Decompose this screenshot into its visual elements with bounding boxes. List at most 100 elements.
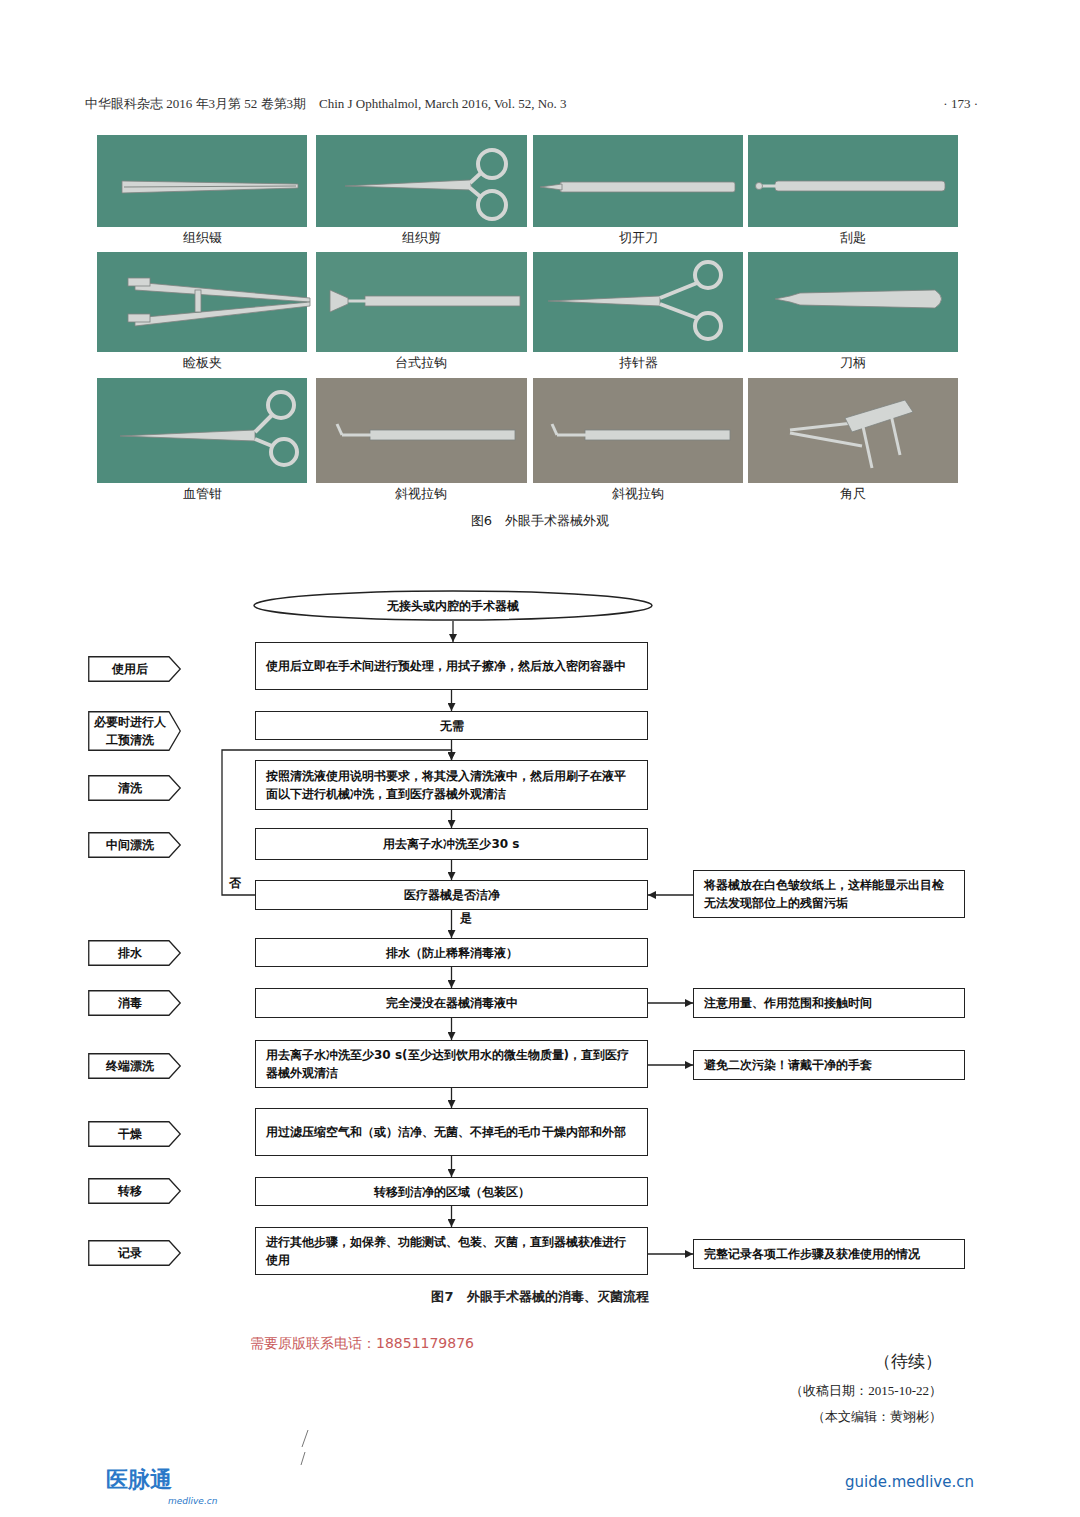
site-url: guide.medlive.cn [780, 1473, 974, 1493]
editor-note: （本文编辑：黄翊彬） [640, 1409, 942, 1426]
photo-caption: 斜视拉钩 [578, 486, 698, 503]
photo-caption: 组织镊 [142, 230, 262, 247]
photo-backgrounds [97, 135, 958, 483]
step-tag: 终端漂洗 [88, 1053, 181, 1079]
tag-shape [89, 1241, 181, 1266]
editor-note-text: （本文编辑：黄翊彬） [640, 1409, 942, 1426]
tag-shape [89, 657, 181, 682]
journal-header-text: 中华眼科杂志 2016 年3月第 52 卷第3期 Chin J Ophthalm… [85, 96, 705, 113]
process-box: 按照清洗液使用说明书要求，将其浸入清洗液中，然后用刷子在液平面以下进行机械冲洗，… [255, 760, 648, 810]
node-text: 完全浸没在器械消毒液中 [266, 994, 637, 1012]
tag-shape [89, 712, 181, 751]
flow-arrow [451, 967, 452, 988]
caption-text: 图7 外眼手术器械的消毒、灭菌流程 [240, 1289, 840, 1306]
flow-arrow [451, 1018, 452, 1040]
node-text: 中间漂洗 [93, 836, 166, 854]
photo-caption: 刀柄 [793, 355, 913, 372]
node-text: 终端漂洗 [93, 1057, 166, 1075]
flow-arrow [451, 910, 452, 938]
photo-caption: 切开刀 [578, 230, 698, 247]
photo-caption: 血管钳 [142, 486, 262, 503]
step-tag: 使用后 [88, 656, 181, 682]
photo-caption-text: 切开刀 [578, 230, 698, 247]
process-box: 使用后立即在手术间进行预处理，用拭子擦净，然后放入密闭容器中 [255, 642, 648, 690]
tag-shape [89, 1179, 181, 1204]
photo-caption-text: 组织镊 [142, 230, 262, 247]
step-tag: 记录 [88, 1240, 181, 1266]
node-text: 按照清洗液使用说明书要求，将其浸入清洗液中，然后用刷子在液平面以下进行机械冲洗，… [266, 767, 637, 803]
node-text: 消毒 [93, 994, 166, 1012]
page-number: · 173 · [900, 96, 978, 113]
photo-caption: 刮匙 [793, 230, 913, 247]
node-text: 避免二次污染！请戴干净的手套 [704, 1056, 954, 1074]
process-box: 排水（防止稀释消毒液） [255, 938, 648, 967]
photo-caption: 睑板夹 [142, 355, 262, 372]
node-text: 用去离子水冲洗至少30 s [266, 835, 637, 853]
photo-caption-text: 斜视拉钩 [361, 486, 481, 503]
photo-caption-text: 刀柄 [793, 355, 913, 372]
node-text: 用过滤压缩空气和（或）洁净、无菌、不掉毛的毛巾干燥内部和外部 [266, 1123, 637, 1141]
photo-caption-text: 组织剪 [361, 230, 481, 247]
note-box: 注意用量、作用范围和接触时间 [693, 988, 965, 1018]
node-text: 无接头或内腔的手术器械 [277, 597, 629, 615]
flow-arrow [451, 1206, 452, 1227]
node-text: 使用后立即在手术间进行预处理，用拭子擦净，然后放入密闭容器中 [266, 657, 637, 675]
node-text: 医疗器械是否洁净 [266, 886, 637, 904]
photo-caption-text: 血管钳 [142, 486, 262, 503]
scan-marks [301, 1430, 308, 1465]
flow-arrow [451, 690, 452, 711]
flow-arrow [451, 1088, 452, 1108]
decision-box: 医疗器械是否洁净 [255, 880, 648, 910]
flow-arrow [451, 1156, 452, 1177]
watermark: 需要原版联系电话：18851179876 [250, 1334, 810, 1352]
photo-caption: 持针器 [578, 355, 698, 372]
process-box: 用去离子水冲洗至少30 s [255, 828, 648, 860]
process-box: 完全浸没在器械消毒液中 [255, 988, 648, 1018]
flow-arrow [648, 1002, 693, 1003]
node-text: 注意用量、作用范围和接触时间 [704, 994, 954, 1012]
flow-arrow [648, 894, 693, 895]
tag-shape [89, 1054, 181, 1079]
node-text: 转移 [93, 1182, 166, 1200]
step-tag: 转移 [88, 1178, 181, 1204]
process-box: 转移到洁净的区域（包装区） [255, 1177, 648, 1206]
tag-shape [89, 991, 181, 1016]
received-date-text: （收稿日期：2015-10-22） [640, 1383, 942, 1400]
node-text: 完整记录各项工作步骤及获准使用的情况 [704, 1245, 954, 1263]
ellipse-shape [254, 591, 652, 620]
step-tag: 清洗 [88, 775, 181, 801]
flow-arrow [648, 1253, 693, 1254]
photo-caption: 组织剪 [361, 230, 481, 247]
continued-note-text: （待续） [800, 1351, 942, 1373]
process-box: 用去离子水冲洗至少30 s(至少达到饮用水的微生物质量)，直到医疗器械外观清洁 [255, 1040, 648, 1088]
start-ellipse: 无接头或内腔的手术器械 [253, 590, 653, 621]
page-number-text: · 173 · [900, 96, 978, 113]
photo-caption-text: 角尺 [793, 486, 913, 503]
node-text: 用去离子水冲洗至少30 s(至少达到饮用水的微生物质量)，直到医疗器械外观清洁 [266, 1046, 637, 1082]
continued-note: （待续） [800, 1351, 942, 1373]
received-date: （收稿日期：2015-10-22） [640, 1383, 942, 1400]
process-box: 无需 [255, 711, 648, 740]
node-text: 进行其他步骤，如保养、功能测试、包装、灭菌，直到器械获准进行使用 [266, 1233, 637, 1269]
node-text: 必要时进行人工预清洗 [93, 713, 166, 749]
photo-caption-text: 睑板夹 [142, 355, 262, 372]
photo-caption: 斜视拉钩 [361, 486, 481, 503]
step-tag: 必要时进行人工预清洗 [88, 711, 181, 751]
photo-caption-text: 刮匙 [793, 230, 913, 247]
instrument-shapes [120, 150, 945, 468]
process-box: 用过滤压缩空气和（或）洁净、无菌、不掉毛的毛巾干燥内部和外部 [255, 1108, 648, 1156]
photo-caption: 台式拉钩 [361, 355, 481, 372]
node-text: 清洗 [93, 779, 166, 797]
process-box: 进行其他步骤，如保养、功能测试、包装、灭菌，直到器械获准进行使用 [255, 1227, 648, 1275]
node-text: 无需 [266, 717, 637, 735]
photo-caption-text: 持针器 [578, 355, 698, 372]
tag-shape [89, 833, 181, 858]
figure-caption: 图6 外眼手术器械外观 [290, 513, 790, 530]
node-text: 排水 [93, 944, 166, 962]
step-tag: 干燥 [88, 1121, 181, 1147]
note-box: 完整记录各项工作步骤及获准使用的情况 [693, 1239, 965, 1269]
node-text: 干燥 [93, 1125, 166, 1143]
note-box: 将器械放在白色皱纹纸上，这样能显示出目检无法发现部位上的残留污垢 [693, 870, 965, 918]
node-text: 将器械放在白色皱纹纸上，这样能显示出目检无法发现部位上的残留污垢 [704, 876, 954, 912]
